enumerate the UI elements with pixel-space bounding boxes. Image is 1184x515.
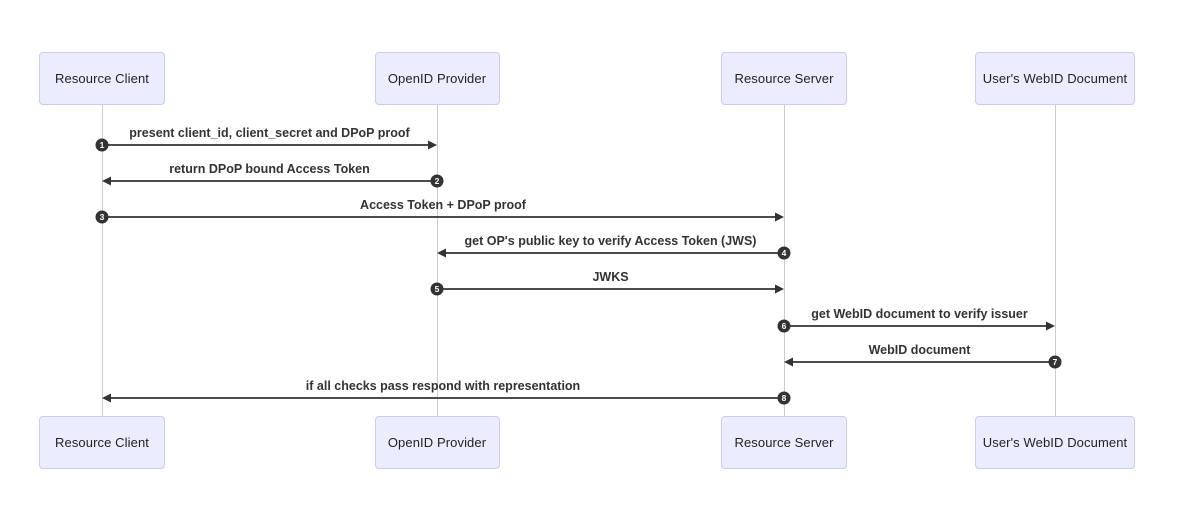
sequence-number-badge (777, 391, 791, 405)
sequence-number: 8 (782, 393, 787, 403)
actor-box-bottom-resource-client: Resource Client (39, 416, 165, 469)
actor-box-bottom-user-s-webid-document: User's WebID Document (975, 416, 1135, 469)
sequence-number-badge (430, 282, 444, 296)
message-arrowhead-icon (437, 248, 446, 258)
actor-label: User's WebID Document (982, 71, 1128, 86)
message-label: if all checks pass respond with represen… (305, 379, 581, 393)
message-arrowhead-icon (1046, 321, 1055, 331)
actor-label: Resource Client (55, 71, 149, 86)
message-label: get OP's public key to verify Access Tok… (464, 234, 757, 248)
actor-box-bottom-openid-provider: OpenID Provider (374, 416, 500, 469)
sequence-number: 2 (435, 176, 440, 186)
message-label: JWKS (592, 270, 629, 284)
actor-label: Resource Server (734, 71, 834, 86)
actor-box-top-user-s-webid-document: User's WebID Document (975, 52, 1135, 105)
message-arrowhead-icon (784, 357, 793, 367)
actor-box-top-openid-provider: OpenID Provider (374, 52, 500, 105)
sequence-number-badge (95, 138, 109, 152)
sequence-number-badge (777, 246, 791, 260)
sequence-number-badge (95, 210, 109, 224)
sequence-number: 5 (435, 284, 440, 294)
sequence-number-badge (777, 319, 791, 333)
lifeline-resource-server (784, 105, 785, 416)
message-arrowhead-icon (775, 212, 784, 222)
message-arrowhead-icon (428, 140, 437, 150)
actor-label: OpenID Provider (387, 435, 487, 450)
message-arrowhead-icon (775, 284, 784, 294)
actor-label: User's WebID Document (982, 435, 1128, 450)
sequence-number: 6 (782, 321, 787, 331)
sequence-number-badge (430, 174, 444, 188)
message-label: present client_id, client_secret and DPo… (129, 126, 410, 140)
actor-box-bottom-resource-server: Resource Server (721, 416, 847, 469)
sequence-number-badge (1048, 355, 1062, 369)
actor-label: Resource Server (734, 435, 834, 450)
actor-label: Resource Client (55, 435, 149, 450)
message-label: WebID document (868, 343, 971, 357)
actor-label: OpenID Provider (387, 71, 487, 86)
sequence-number: 3 (100, 212, 105, 222)
lifeline-user-s-webid-document (1055, 105, 1056, 416)
message-label: get WebID document to verify issuer (811, 307, 1028, 321)
sequence-number: 7 (1053, 357, 1058, 367)
actor-box-top-resource-server: Resource Server (721, 52, 847, 105)
message-label: Access Token + DPoP proof (360, 198, 526, 212)
actor-box-top-resource-client: Resource Client (39, 52, 165, 105)
message-arrowhead-icon (102, 176, 111, 186)
sequence-number: 1 (100, 140, 105, 150)
message-arrowhead-icon (102, 393, 111, 403)
sequence-number: 4 (782, 248, 787, 258)
lifeline-openid-provider (437, 105, 438, 416)
lifeline-resource-client (102, 105, 103, 416)
message-label: return DPoP bound Access Token (169, 162, 370, 176)
